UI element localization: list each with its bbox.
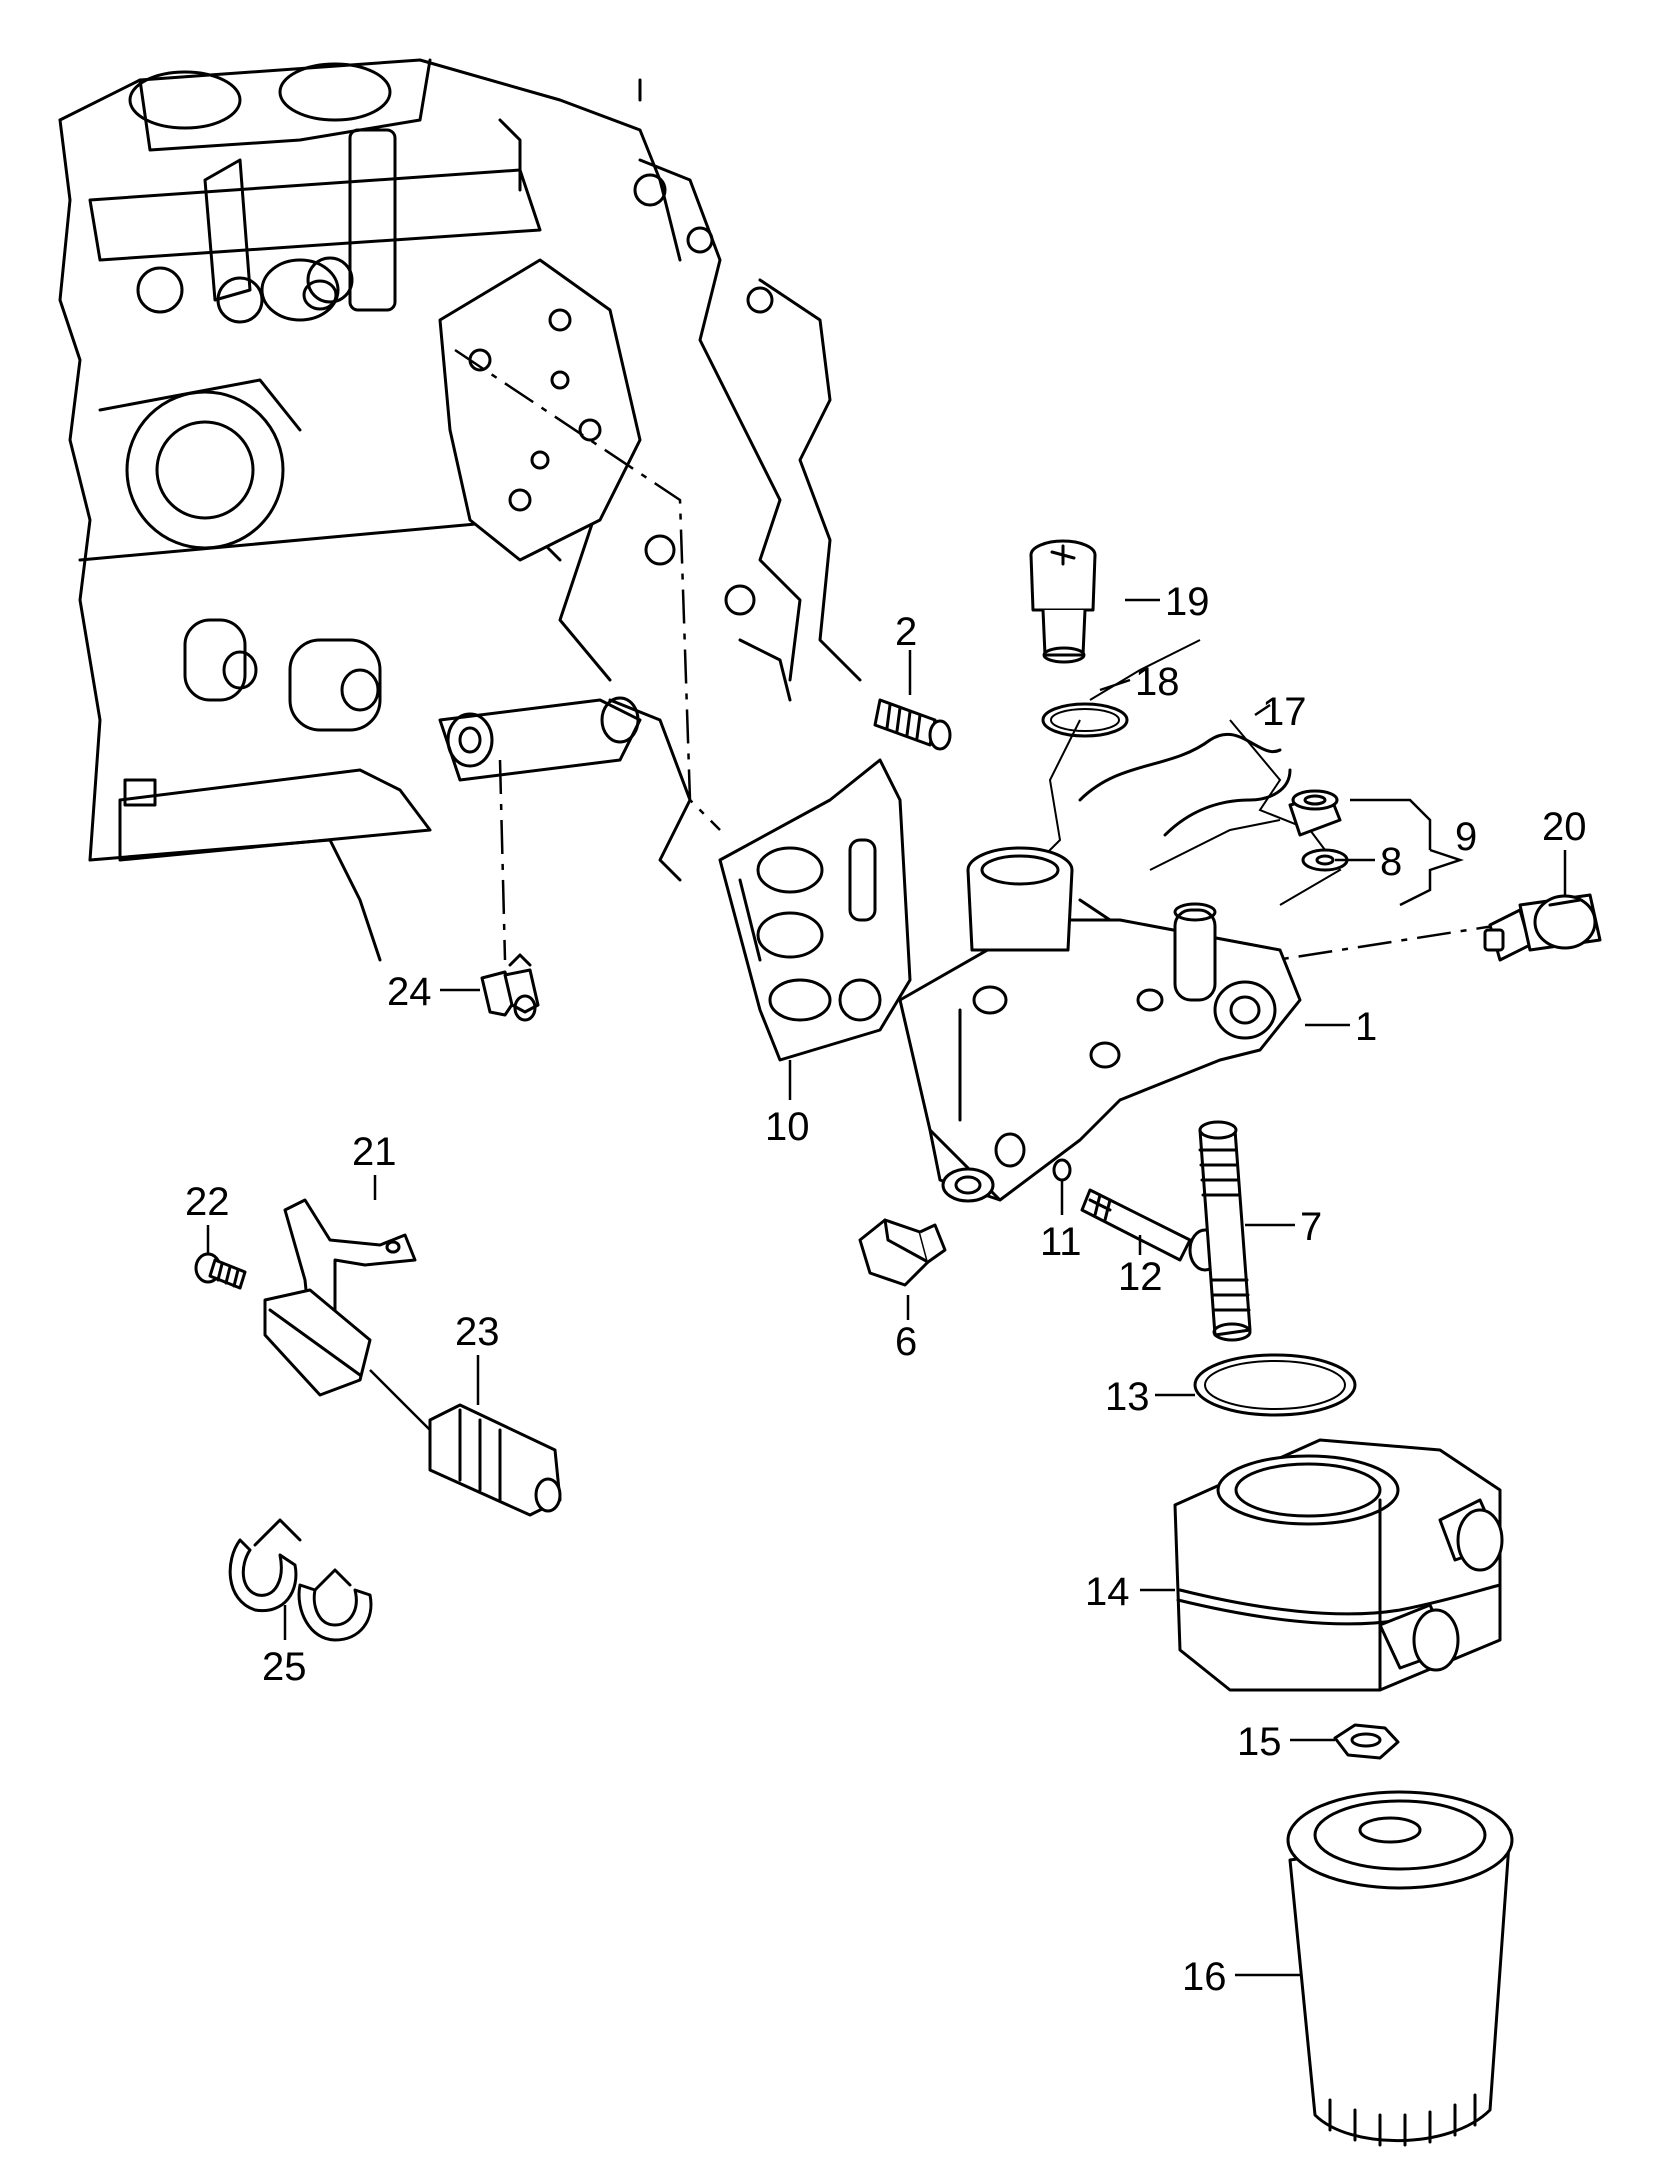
part-plug-9 — [1288, 789, 1342, 837]
part-bolt-2 — [873, 698, 952, 751]
part-sensor-20 — [1483, 893, 1602, 962]
part-nut-15 — [1333, 1723, 1400, 1760]
part-plate-23a — [263, 1288, 372, 1397]
callout-9: 9 — [1455, 815, 1477, 859]
callout-24: 24 — [387, 970, 432, 1014]
callout-20: 20 — [1542, 805, 1587, 849]
callout-10: 10 — [765, 1105, 810, 1149]
part-oring-18 — [1041, 702, 1129, 738]
engine-block — [58, 58, 862, 962]
callout-23: 23 — [455, 1310, 500, 1354]
callout-7: 7 — [1300, 1205, 1322, 1249]
callout-11: 11 — [1040, 1220, 1082, 1264]
part-connector-23 — [369, 1369, 562, 1517]
callout-labels: 1 2 6 7 8 9 10 11 12 13 14 15 16 17 18 1… — [185, 580, 1587, 1999]
part-screw-22 — [194, 1252, 247, 1290]
part-clip-24 — [480, 953, 540, 1022]
part-clamps-25 — [228, 1518, 373, 1642]
part-cap-19 — [1029, 539, 1097, 664]
callout-22: 22 — [185, 1180, 230, 1224]
bracket-9 — [1350, 798, 1464, 907]
callout-8: 8 — [1380, 840, 1402, 884]
callout-15: 15 — [1237, 1720, 1282, 1764]
callout-6: 6 — [895, 1320, 917, 1364]
part-seal-17 — [1078, 732, 1292, 837]
callout-16: 16 — [1182, 1955, 1227, 1999]
part-housing-1 — [898, 846, 1302, 1202]
callout-12: 12 — [1118, 1255, 1163, 1299]
part-filter-16 — [1286, 1790, 1514, 2147]
part-oring-11 — [1052, 1158, 1072, 1182]
callout-2: 2 — [895, 610, 917, 654]
callout-21: 21 — [352, 1130, 397, 1174]
callout-19: 19 — [1165, 580, 1210, 624]
callout-13: 13 — [1105, 1375, 1150, 1419]
callout-25: 25 — [262, 1645, 307, 1689]
leader-lines — [206, 598, 1567, 1977]
part-stud-7 — [1198, 1120, 1252, 1342]
part-cooler-14 — [1173, 1438, 1504, 1692]
callout-17: 17 — [1262, 690, 1307, 734]
callout-18: 18 — [1135, 660, 1180, 704]
part-gasket-10 — [718, 758, 912, 1062]
callout-14: 14 — [1085, 1570, 1130, 1614]
part-washer-6b — [941, 1167, 995, 1203]
part-plug-6 — [858, 1218, 947, 1287]
part-oring-13 — [1193, 1353, 1357, 1417]
callout-1: 1 — [1355, 1005, 1377, 1049]
